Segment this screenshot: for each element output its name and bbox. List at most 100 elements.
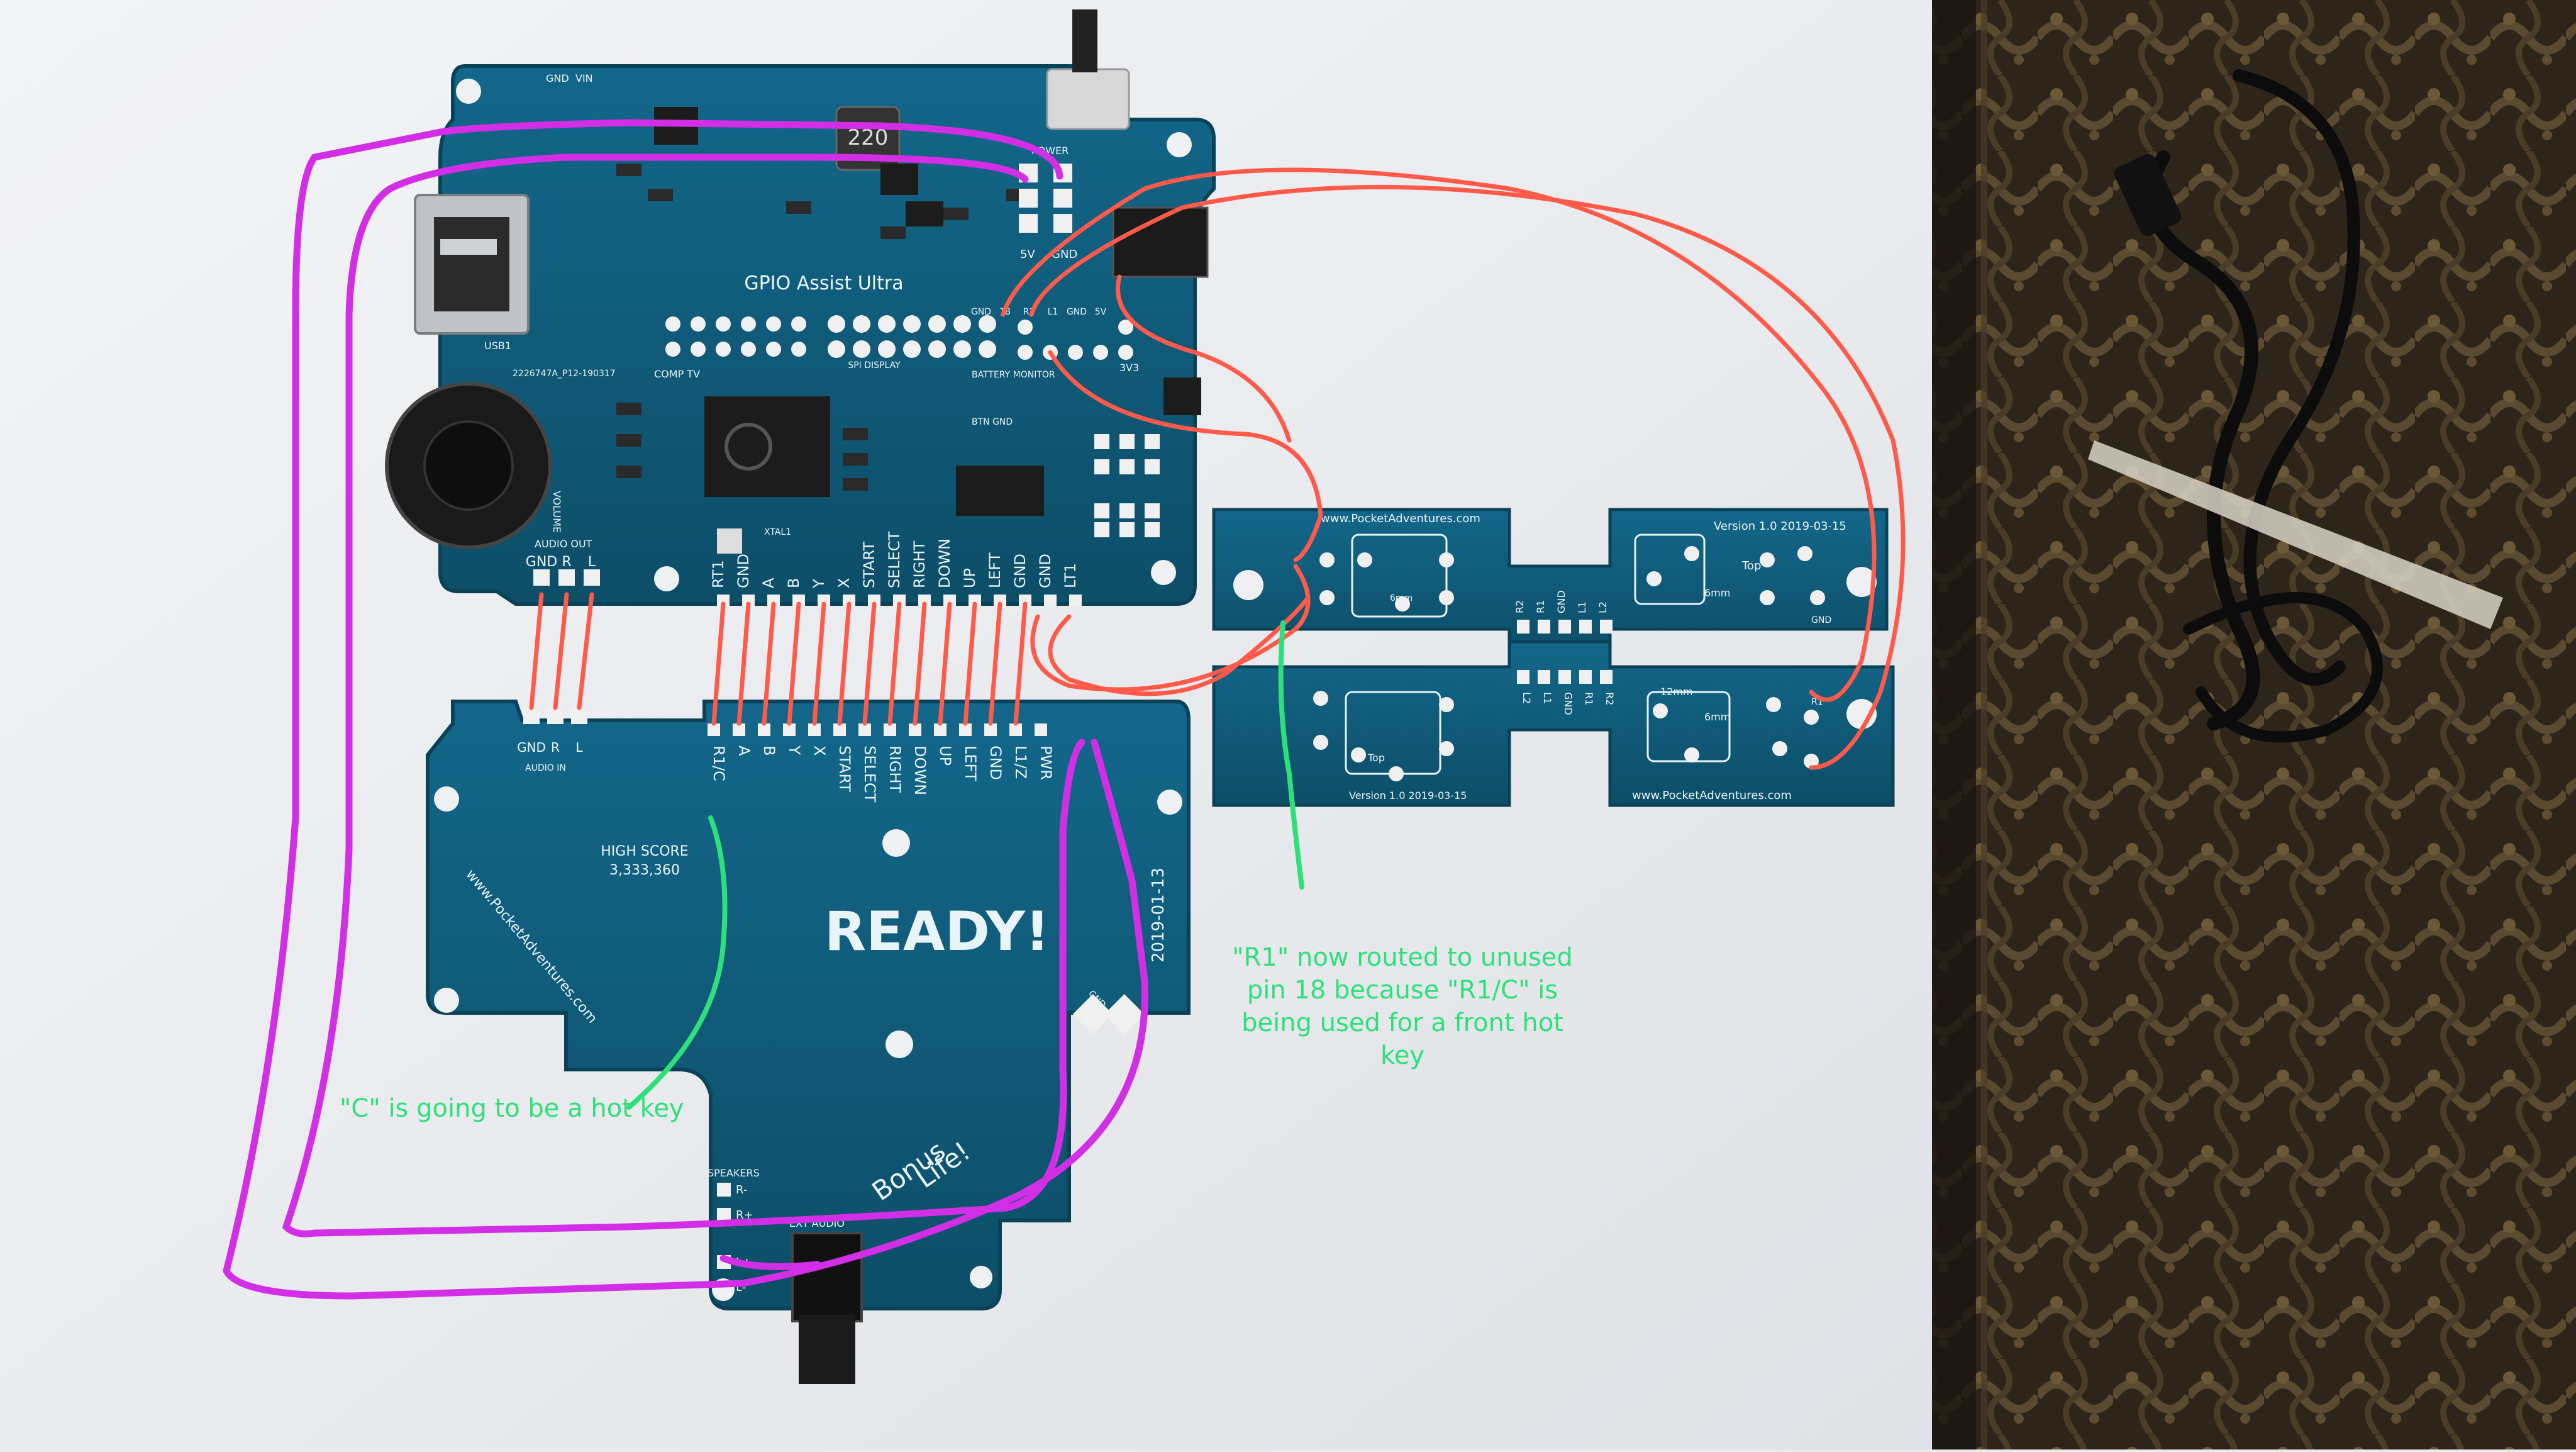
shoulder-top-pin-label: GND (1555, 590, 1567, 613)
shoulder-top-gnd: GND (1811, 615, 1831, 625)
speaker-pin-label: R+ (736, 1209, 753, 1222)
label-3v3: 3V3 (1119, 362, 1139, 374)
bottom-pin-pad (1009, 723, 1022, 736)
ext-audio-jack (791, 1232, 863, 1322)
top-pin-pad (893, 595, 906, 607)
label-spi-display: SPI DISPLAY (848, 360, 901, 371)
red-bus-wire (913, 601, 927, 726)
frame-edge (1932, 0, 1976, 1449)
label-xtal: XTAL1 (764, 527, 791, 537)
top-pin-label: START (860, 542, 878, 588)
shoulder-top-pin-label: R1 (1535, 600, 1546, 613)
top-pin-pad (792, 595, 805, 607)
top-pin-label: RT1 (709, 560, 727, 588)
bottom-pin-label: DOWN (911, 746, 929, 795)
board-date: 2019-01-13 (1149, 868, 1168, 963)
bottom-pin-pad (708, 723, 720, 736)
speaker-pin-label: R- (736, 1183, 747, 1197)
shoulder-top-version: Version 1.0 2019-03-15 (1714, 520, 1846, 533)
annotation-r1-line4: key (1380, 1041, 1424, 1070)
label-usb: USB1 (484, 340, 511, 352)
bottom-pin-label: X (811, 746, 828, 756)
top-pin-pad (969, 595, 981, 607)
bottom-pin-label: R1/C (710, 746, 728, 781)
label-to-button-board: To Button Board (862, 606, 923, 615)
label-speakers: SPEAKERS (708, 1167, 760, 1179)
bottom-audio-pin-label: L (575, 740, 583, 755)
top-pin-label: GND (1011, 554, 1029, 588)
top-pin-pad (1069, 595, 1082, 607)
top-pin-pad (1044, 595, 1057, 607)
high-score-value: 3,333,360 (609, 863, 680, 878)
top-pin-label: GND (1036, 554, 1054, 588)
label-gnd: GND (546, 72, 569, 84)
bottom-pin-label: UP (936, 746, 954, 766)
shoulder-bottom-pin-label: L2 (1521, 692, 1533, 704)
red-bus-wire (837, 601, 852, 726)
bottom-pin-pad (909, 723, 921, 736)
shoulder-bottom-12mm: 12mm (1660, 686, 1693, 698)
shoulder-bottom-6mm: 6mm (1704, 711, 1730, 723)
label-battery-monitor: BATTERY MONITOR (972, 370, 1055, 380)
label-btn-gnd: BTN GND (972, 417, 1013, 427)
shoulder-bottom-pin-label: GND (1562, 692, 1574, 715)
red-bus-wire (736, 601, 751, 726)
board-top-name: GPIO Assist Ultra (744, 272, 903, 294)
annotation-r1-line1: "R1" now routed to unused (1232, 943, 1573, 972)
red-bus-wire (1013, 601, 1028, 726)
annotation-r1-line3: being used for a front hot (1241, 1008, 1563, 1037)
bottom-pin-pad (733, 723, 745, 736)
bottom-audio-pin-label: R (551, 740, 560, 755)
label-fd2: FD2 (1182, 99, 1200, 109)
bottom-pin-label: START (836, 746, 853, 792)
red-bus-wire (887, 601, 902, 726)
top-audio-pin-label: L (588, 554, 596, 570)
board-top-partno: 2226747A_P12-190317 (513, 369, 616, 379)
bottom-pin-pad (984, 723, 997, 736)
shoulder-top-6mm: 6mm (1704, 587, 1730, 599)
bottom-pin-pad (783, 723, 796, 736)
top-pin-label: UP (961, 568, 979, 588)
top-pin-pad (767, 595, 780, 607)
top-pin-label: X (835, 578, 853, 588)
label-audio-out: AUDIO OUT (535, 538, 592, 550)
top-pin-pad (717, 595, 730, 607)
magenta-wires (223, 119, 1148, 1300)
shoulder-top-pin-label: R2 (1514, 600, 1526, 613)
top-pin-pad (943, 595, 956, 607)
bottom-pin-label: GND (987, 746, 1004, 780)
label-audio-in: AUDIO IN (525, 763, 566, 773)
bottom-pin-label: LEFT (962, 746, 979, 781)
header-pin-label: 5V (1095, 307, 1107, 317)
bottom-pin-pad (808, 723, 821, 736)
bottom-pin-pad (833, 723, 846, 736)
top-pin-label: Y (810, 579, 828, 589)
top-pin-pad (843, 595, 855, 607)
top-pin-label: GND (735, 554, 752, 588)
usb-cable (2114, 69, 2383, 743)
red-bus-wire (963, 601, 977, 726)
top-pin-pad (994, 595, 1006, 607)
top-pin-pad (1019, 595, 1031, 607)
red-bus-wire (812, 601, 826, 726)
top-pin-pad (742, 595, 755, 607)
shoulder-board-bottom: www.PocketAdventures.com Version 1.0 201… (1212, 640, 1895, 807)
shoulder-bottom-pin-label: R2 (1604, 692, 1616, 705)
inductor-label: 220 (848, 125, 889, 150)
annotation-r1-line2: pin 18 because "R1/C" is (1247, 976, 1558, 1005)
paper-corner (2088, 440, 2503, 629)
top-pin-label: SELECT (886, 531, 903, 588)
bottom-pin-label: PWR (1037, 746, 1055, 780)
red-bus-wire (787, 601, 801, 726)
bottom-pin-pad (758, 723, 770, 736)
shoulder-board-top: www.PocketAdventures.com Version 1.0 201… (1212, 508, 1889, 656)
bottom-pin-pad (934, 723, 947, 736)
top-pin-label: RIGHT (911, 541, 928, 588)
red-bus-wire (711, 601, 726, 726)
top-pin-pad (818, 595, 830, 607)
top-pin-label: LT1 (1062, 563, 1079, 588)
shoulder-top-label: Top (1741, 559, 1761, 572)
bottom-pin-pad (1035, 723, 1047, 736)
red-bus-wire (988, 601, 1002, 726)
